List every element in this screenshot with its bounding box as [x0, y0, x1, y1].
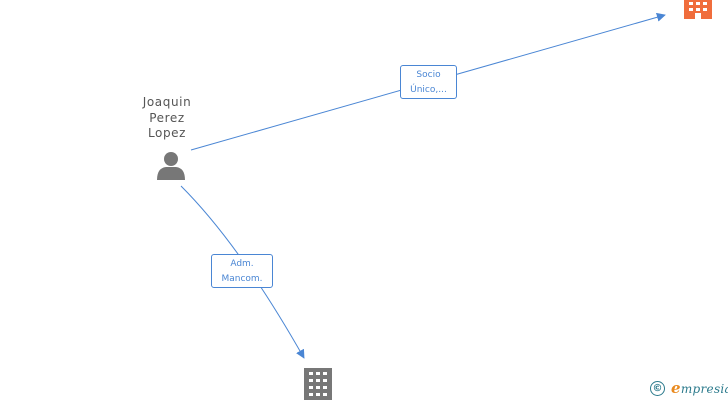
edge-label-line: Mancom. [221, 274, 263, 284]
person-icon[interactable] [157, 152, 185, 180]
empresia-watermark: © empresia [650, 378, 728, 398]
edge-label-line: Único,... [410, 85, 447, 95]
edge-label-line: Adm. [230, 259, 254, 269]
building-icon[interactable] [304, 368, 332, 400]
brand-initial: e [671, 379, 681, 397]
person-name-line: Perez [149, 110, 185, 125]
person-name-line: Lopez [147, 126, 187, 140]
brand-logo: empresia [671, 379, 728, 397]
edge-label-socio[interactable]: Socio Único,... [400, 65, 457, 99]
copyright-icon: © [650, 380, 665, 396]
building-icon[interactable] [684, 0, 712, 19]
person-name-line: Joaquin [142, 95, 192, 109]
person-name[interactable]: Joaquin Perez Lopez [126, 95, 208, 142]
edge-label-line: Socio [416, 70, 441, 80]
brand-rest: mpresia [680, 382, 728, 396]
edge-label-adm[interactable]: Adm. Mancom. [211, 254, 273, 288]
